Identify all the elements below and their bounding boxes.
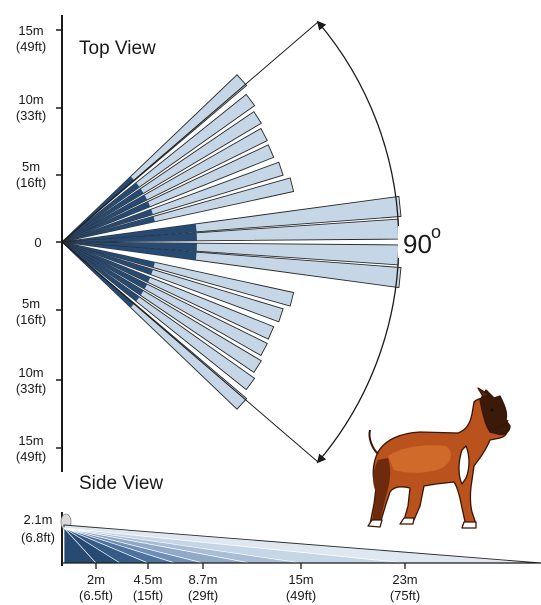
side-view-title: Side View: [79, 473, 163, 494]
detection-beam-near-zone: [62, 188, 144, 242]
coverage-angle-degree: o: [431, 222, 441, 242]
detection-beam-near-zone: [62, 242, 140, 302]
side-view: Side View 2.1m (6.8ft) 2m (6.5ft) 4.5m (…: [21, 473, 541, 603]
detection-beam-near-zone: [62, 242, 148, 290]
detection-beam-near-zone: [62, 242, 151, 283]
detection-beam-near-zone: [62, 216, 155, 242]
distance-ticks: [95, 563, 406, 569]
y-label-m: 15m: [18, 433, 43, 448]
coverage-boundary-lower: [61, 241, 319, 463]
detection-beam-near-zone: [62, 232, 197, 242]
detection-beam-near-zone: [62, 242, 197, 261]
y-label-m: 5m: [22, 296, 40, 311]
distance-label-ft: (15ft): [133, 588, 163, 603]
distance-label-m: 23m: [392, 572, 417, 587]
y-label-m: 5m: [22, 159, 40, 174]
side-view-beams: [63, 524, 541, 564]
distance-label-m: 15m: [288, 572, 313, 587]
y-axis-labels: 15m (49ft) 10m (33ft) 5m (16ft) 0 5m (16…: [16, 23, 46, 464]
coverage-angle-value: 90: [403, 229, 432, 259]
side-view-height-label: 2.1m: [24, 512, 53, 527]
y-label-ft: (49ft): [16, 449, 46, 464]
detection-beam-near-zone: [62, 201, 151, 242]
detection-beam-near-zone: [62, 242, 153, 275]
y-label-ft: (16ft): [16, 175, 46, 190]
angle-label-background: [398, 226, 442, 258]
detection-beams: [61, 74, 402, 410]
y-axis-ticks: [56, 29, 62, 449]
top-view: 15m (49ft) 10m (33ft) 5m (16ft) 0 5m (16…: [16, 15, 442, 472]
detection-beam-near-zone: [62, 209, 153, 242]
detection-beam-near-zone: [62, 242, 155, 268]
detection-beam-near-zone: [62, 242, 144, 296]
distance-label-m: 4.5m: [134, 572, 163, 587]
y-label-m: 10m: [18, 92, 43, 107]
distance-label-ft: (6.5ft): [79, 588, 113, 603]
detection-beam-near-zone: [62, 242, 135, 308]
coverage-arc: [316, 20, 400, 464]
detection-beam-near-zone: [62, 194, 148, 242]
y-label-m: 10m: [18, 365, 43, 380]
detection-beam-near-zone: [62, 176, 135, 242]
y-label-ft: (49ft): [16, 39, 46, 54]
side-view-height-label-ft: (6.8ft): [21, 530, 55, 545]
distance-label-m: 8.7m: [189, 572, 218, 587]
distance-label-ft: (29ft): [188, 588, 218, 603]
top-view-title: Top View: [79, 38, 156, 59]
detection-beam-near-zone: [62, 182, 140, 242]
y-label-zero: 0: [34, 235, 41, 250]
distance-label-ft: (75ft): [390, 588, 420, 603]
y-label-ft: (33ft): [16, 108, 46, 123]
distance-labels: 2m (6.5ft) 4.5m (15ft) 8.7m (29ft) 15m (…: [79, 572, 420, 603]
y-label-m: 15m: [18, 23, 43, 38]
detection-beam-near-zone: [62, 223, 197, 242]
y-label-ft: (33ft): [16, 381, 46, 396]
y-label-ft: (16ft): [16, 312, 46, 327]
coverage-boundary-upper: [61, 21, 319, 243]
distance-label-m: 2m: [87, 572, 105, 587]
dog-illustration: [367, 387, 511, 529]
distance-label-ft: (49ft): [286, 588, 316, 603]
